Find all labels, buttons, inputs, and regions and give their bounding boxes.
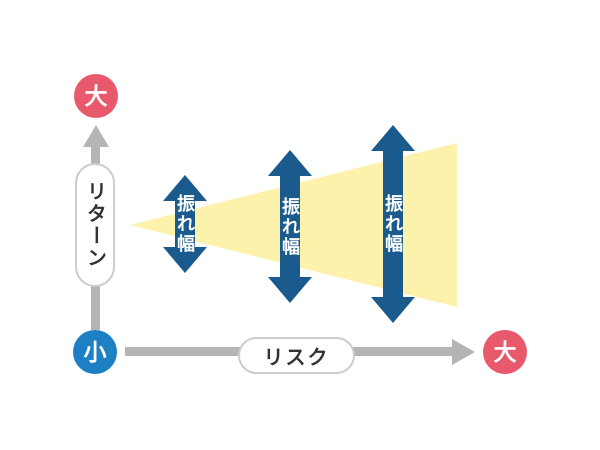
- range-arrow-label: 振れ幅: [383, 194, 403, 254]
- range-arrow-small: 振れ幅: [163, 175, 207, 273]
- return-max-label: 大: [84, 82, 108, 109]
- return-axis-label: リターン: [83, 181, 106, 269]
- x-axis-arrow-right-icon: [452, 339, 475, 365]
- return-axis-pill: リターン: [75, 163, 115, 287]
- y-axis-arrow-up-icon: [83, 125, 109, 147]
- risk-max-label: 大: [493, 338, 517, 365]
- return-max-badge: 大: [74, 74, 118, 118]
- range-arrow-label: 振れ幅: [175, 194, 195, 254]
- double-arrow-vertical-icon: [163, 175, 207, 273]
- range-arrow-label: 振れ幅: [280, 196, 300, 257]
- risk-max-badge: 大: [483, 330, 527, 374]
- range-arrow-large: 振れ幅: [371, 125, 415, 323]
- double-arrow-vertical-icon: [268, 150, 312, 303]
- risk-axis-label: リスク: [263, 347, 330, 369]
- double-arrow-vertical-icon: [371, 125, 415, 323]
- return-min-label: 小: [83, 338, 107, 365]
- range-arrow-medium: 振れ幅: [268, 150, 312, 303]
- return-min-badge: 小: [73, 330, 117, 374]
- risk-axis-pill: リスク: [238, 337, 355, 374]
